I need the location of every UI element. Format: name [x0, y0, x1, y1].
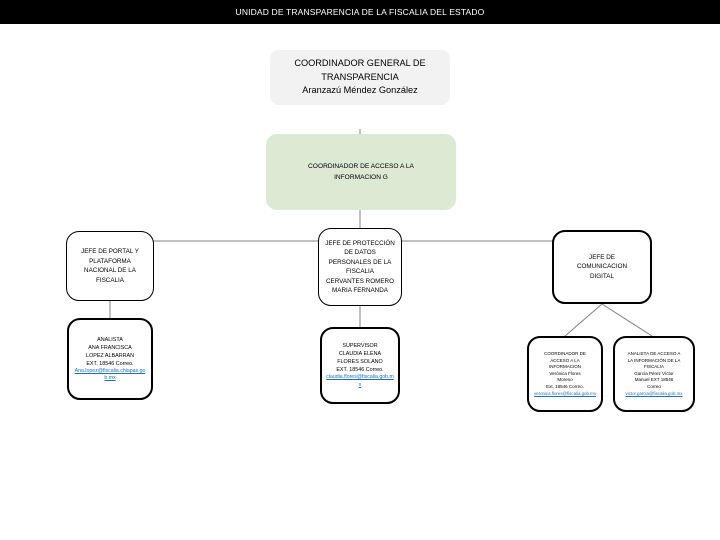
node-line: PLATAFORMA	[89, 257, 131, 265]
node-line: Ext. 18546 Correo.	[546, 384, 584, 390]
node-line: NACIONAL DE LA	[84, 267, 136, 274]
email-link[interactable]: veronica.flores@fiscalia.gob.mx	[533, 390, 597, 396]
node-line: SUPERVISOR	[342, 343, 378, 350]
node-line: ACCESO A LA	[550, 357, 580, 363]
page-header-banner: UNIDAD DE TRANSPARENCIA DE LA FISCALIA D…	[0, 0, 720, 24]
node-line: FLORES SOLANO	[337, 359, 383, 366]
node-line: INFORMACION G	[334, 174, 388, 181]
node-analista[interactable]: ANALISTA ANA FRANCISCA LOPEZ ALBARRAN EX…	[67, 318, 153, 400]
node-coordinador-general[interactable]: COORDINADOR GENERAL DE TRANSPARENCIA Ara…	[270, 50, 450, 105]
node-line: PERSONALES DE LA	[328, 258, 392, 266]
node-analista-acceso-informacion[interactable]: ANALISTA DE ACCESO A LA INFORMACIÓN DE L…	[613, 336, 695, 412]
node-line: COMUNICACION	[576, 263, 628, 271]
email-link[interactable]: victor.garcia@fiscalia.gob.mx	[625, 390, 683, 396]
node-line: CLAUDIA ELENA	[338, 351, 382, 358]
node-line: ANA FRANCISCA	[88, 344, 132, 351]
node-line: LA INFORMACIÓN DE LA	[627, 357, 681, 363]
node-line: FISCALIA	[96, 276, 124, 284]
node-line: TRANSPARENCIA	[321, 71, 399, 82]
page-title: UNIDAD DE TRANSPARENCIA DE LA FISCALIA D…	[235, 7, 485, 17]
node-line: COORDINADOR DE ACCESO A LA	[308, 163, 414, 170]
node-coordinador-acceso-informacion[interactable]: COORDINADOR DE ACCESO A LA INFORMACION V…	[527, 336, 603, 412]
node-line: CERVANTES ROMERO	[326, 277, 394, 285]
node-coordinador-acceso-informacion-g[interactable]: COORDINADOR DE ACCESO A LA INFORMACION G	[266, 134, 456, 210]
email-link[interactable]: Ana.lopez@fiscalia.chiapas.gob.mx	[74, 367, 146, 381]
node-line: INFORMACION	[549, 364, 581, 370]
email-link[interactable]: claudia.flores@fiscalia.gob.mx	[326, 374, 394, 388]
node-line: FISCALIA	[643, 364, 664, 370]
node-line: MARIA FERNANDA	[332, 287, 388, 294]
node-line: JEFE DE PROTECCIÓN	[325, 239, 395, 247]
node-line: LOPEZ ALBARRAN	[86, 352, 134, 359]
node-line: Correo	[647, 384, 661, 390]
node-line: ANALISTA DE ACCESO A	[627, 351, 681, 357]
node-supervisor[interactable]: SUPERVISOR CLAUDIA ELENA FLORES SOLANO E…	[320, 327, 400, 404]
node-line: COORDINADOR DE	[544, 351, 586, 357]
node-line: COORDINADOR GENERAL DE	[294, 58, 426, 69]
node-line: DIGITAL	[589, 272, 615, 280]
node-jefe-comunicacion-digital[interactable]: JEFE DE COMUNICACION DIGITAL	[552, 230, 652, 304]
node-jefe-proteccion-datos[interactable]: JEFE DE PROTECCIÓN DE DATOS PERSONALES D…	[318, 228, 402, 306]
node-line: Verónica Flores	[549, 370, 581, 376]
node-line: Manuel EXT 18546	[634, 377, 674, 383]
node-line: FISCALIA	[346, 268, 374, 275]
node-line: ANALISTA	[97, 336, 123, 343]
node-line: Moreno	[557, 377, 573, 383]
org-chart: COORDINADOR GENERAL DE TRANSPARENCIA Ara…	[0, 24, 720, 540]
node-line: EXT. 18546 Correo.	[336, 367, 384, 374]
node-line: JEFE DE PORTAL Y	[81, 248, 139, 255]
node-line: DE DATOS	[344, 249, 376, 256]
node-line: Aranzazú Méndez González	[302, 85, 418, 96]
node-line: García Pérez Víctor	[634, 370, 674, 376]
node-line: EXT. 18546 Correo.	[86, 360, 134, 367]
node-line: JEFE DE	[589, 253, 615, 261]
node-jefe-portal-plataforma[interactable]: JEFE DE PORTAL Y PLATAFORMA NACIONAL DE …	[66, 231, 154, 301]
